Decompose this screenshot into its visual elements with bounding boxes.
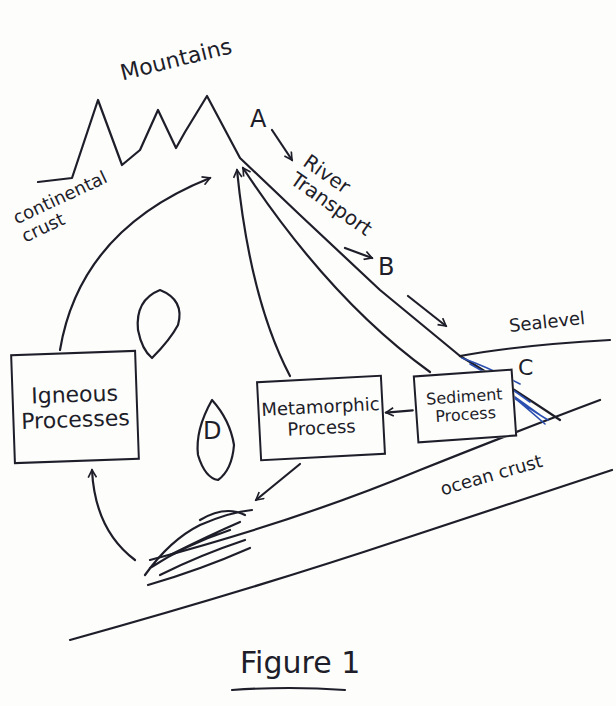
process-name: Sediment Process	[416, 382, 515, 429]
magma-chamber	[145, 510, 252, 585]
process-label: River Transport	[287, 150, 394, 243]
process-box: Sediment Process	[413, 369, 517, 444]
process-box: Igneous Processes	[10, 350, 140, 464]
crust-label: ocean crust	[438, 451, 545, 499]
figure-caption: Figure 1	[240, 645, 360, 680]
sea-level-line	[460, 340, 610, 356]
transport-arrow	[408, 296, 446, 326]
sea-level-label: Sealevel	[508, 308, 586, 336]
ocean-crust-lower	[70, 470, 612, 640]
melt-arrow	[92, 470, 135, 560]
process-name: Igneous Processes	[13, 378, 137, 437]
point-letter: B	[378, 254, 394, 280]
point-letter: C	[518, 356, 533, 380]
magma-drop	[198, 400, 234, 480]
point-letter: A	[250, 106, 266, 132]
figure-underline	[232, 688, 345, 690]
uplift-arrow	[237, 170, 290, 376]
transport-arrow	[272, 130, 292, 160]
process-box: Metamorphic Process	[256, 375, 386, 461]
mountain-outline	[38, 96, 460, 356]
magma-drop	[138, 290, 180, 358]
burial-arrow	[256, 464, 300, 500]
mountain-label: Mountains	[118, 34, 234, 85]
flow-arrow	[386, 410, 413, 412]
point-letter: D	[203, 418, 221, 444]
transport-arrow	[345, 248, 372, 258]
process-name: Metamorphic Process	[257, 392, 386, 444]
